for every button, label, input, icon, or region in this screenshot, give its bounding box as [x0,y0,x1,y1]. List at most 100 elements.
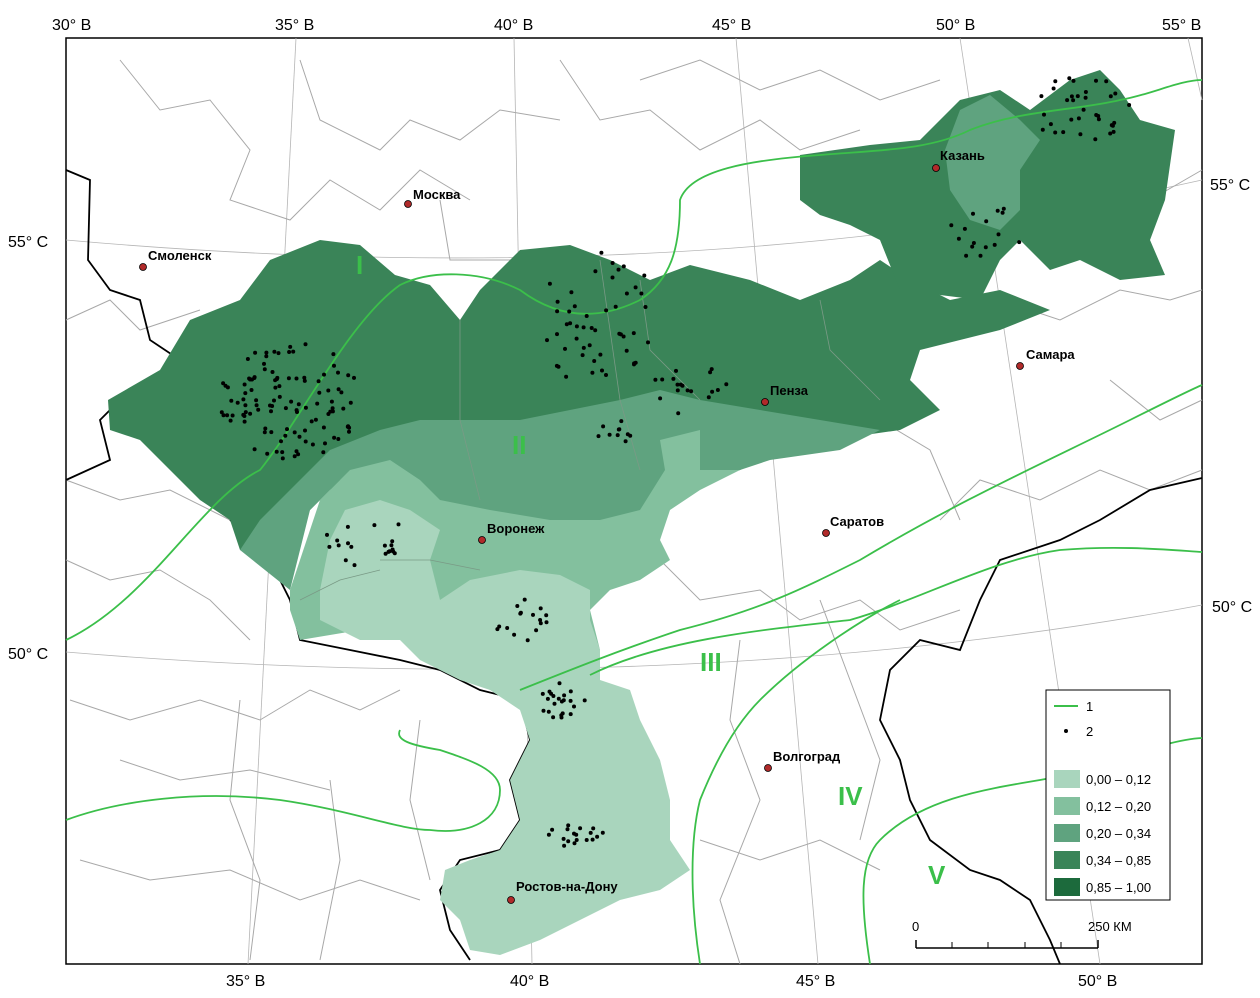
occurrence-point [262,430,267,435]
occurrence-point [565,827,570,832]
occurrence-point [522,597,527,602]
legend: 1 2 0,00 – 0,12 0,12 – 0,20 0,20 – 0,34 … [1045,689,1171,901]
occurrence-point [279,439,283,444]
occurrence-point [1083,95,1088,100]
svg-text:55° С: 55° С [8,234,48,251]
occurrence-point [505,626,510,630]
occurrence-point [1048,122,1053,127]
occurrence-point [538,606,543,611]
occurrence-point [642,273,647,278]
occurrence-point [624,291,629,296]
occurrence-point [253,350,258,355]
occurrence-point [221,381,226,386]
occurrence-point [383,551,388,556]
occurrence-point [1076,116,1081,121]
occurrence-point [544,613,549,618]
occurrence-point [560,711,565,716]
occurrence-point [315,401,320,406]
city-saratov: Саратов [822,514,884,537]
occurrence-point [580,353,585,358]
svg-text:Москва: Москва [413,187,461,202]
occurrence-point [590,837,595,842]
occurrence-point [568,698,573,703]
svg-text:40° В: 40° В [510,973,549,990]
occurrence-point [574,324,579,329]
svg-text:50° В: 50° В [936,17,975,34]
occurrence-point [321,425,326,430]
occurrence-point [595,834,600,839]
occurrence-point [1039,94,1044,99]
occurrence-point [347,429,351,434]
legend-swatch-5 [1054,878,1080,896]
occurrence-point [321,450,326,455]
occurrence-point [249,388,254,392]
occurrence-point [546,709,551,714]
occurrence-point [294,376,299,381]
occurrence-point [302,378,307,383]
occurrence-point [256,407,261,412]
occurrence-points [219,76,1132,848]
occurrence-point [568,689,573,694]
occurrence-point [564,322,569,327]
occurrence-point [708,370,713,375]
svg-text:Саратов: Саратов [830,514,884,529]
study-boundaries [299,259,881,601]
occurrence-point [625,432,630,437]
occurrence-point [551,715,556,720]
occurrence-point [599,250,604,255]
legend-swatch-4 [1054,851,1080,869]
occurrence-point [330,406,335,411]
occurrence-point [623,439,628,444]
city-moscow: Москва [404,187,461,208]
occurrence-point [550,827,555,832]
occurrence-point [591,826,596,831]
occurrence-point [607,432,612,437]
occurrence-point [674,368,678,373]
occurrence-point [1067,76,1072,81]
svg-text:50° В: 50° В [1078,973,1117,990]
occurrence-point [339,390,344,395]
occurrence-point [392,551,397,556]
svg-text:50° С: 50° С [1212,599,1252,616]
occurrence-point [245,357,250,361]
occurrence-point [352,375,356,380]
occurrence-point [601,424,606,429]
occurrence-point [962,226,967,231]
occurrence-point [561,836,566,841]
occurrence-point [274,449,279,454]
occurrence-point [372,523,377,528]
occurrence-point [241,397,246,402]
occurrence-point [243,410,248,415]
occurrence-point [1094,113,1099,117]
occurrence-point [561,698,566,703]
occurrence-point [564,374,569,379]
occurrence-point [269,430,274,435]
occurrence-point [593,328,598,333]
occurrence-point [1108,131,1113,136]
occurrence-point [272,398,276,403]
occurrence-point [1081,107,1086,112]
svg-text:35° В: 35° В [275,17,314,34]
occurrence-point [1069,94,1074,99]
occurrence-point [964,253,969,258]
zone-label-1: I [356,250,363,280]
occurrence-point [600,830,605,835]
occurrence-point [291,349,296,354]
zone-labels: I II III IV V [356,250,946,890]
occurrence-point [1001,206,1006,211]
svg-text:Казань: Казань [940,148,985,163]
occurrence-point [525,638,530,643]
occurrence-point [1040,127,1045,132]
occurrence-point [569,290,574,295]
occurrence-point [581,325,586,330]
occurrence-point [983,245,988,250]
occurrence-point [273,385,278,390]
cities: Москва Смоленск Казань Самара Пенза Воро… [139,148,1075,904]
occurrence-point [1113,91,1118,96]
occurrence-point [617,331,622,336]
occurrence-point [348,400,353,405]
occurrence-point [235,400,240,405]
occurrence-point [332,435,337,440]
occurrence-point [346,424,351,429]
occurrence-point [283,406,288,411]
